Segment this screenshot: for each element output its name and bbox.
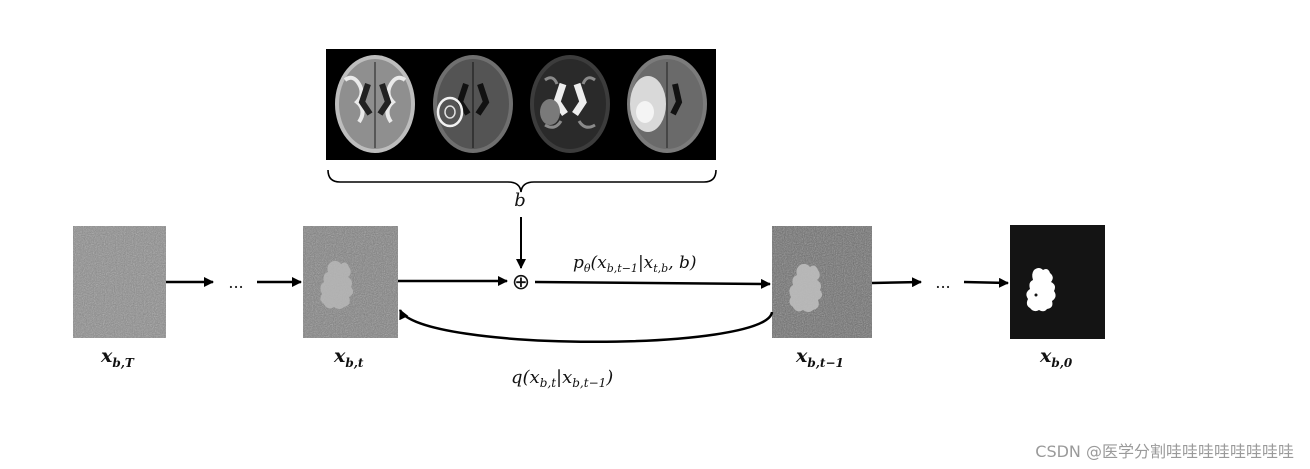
label-xt-minus-1: xb,t−1 [795, 345, 844, 370]
label-x0: xb,0 [1039, 345, 1073, 370]
mri-t1-image [335, 55, 415, 153]
label-xT: xb,T [100, 345, 135, 370]
noise-image-xT [73, 226, 166, 338]
ellipsis-right: ... [935, 273, 950, 292]
segmentation-mask-x0 [1010, 225, 1105, 339]
mri-t2-image [530, 55, 610, 153]
watermark: CSDN @医学分割哇哇哇哇哇哇哇哇 [1035, 442, 1294, 461]
forward-process-arrow [398, 309, 774, 343]
label-xt: xb,t [333, 345, 364, 370]
mri-t1ce-image [433, 55, 513, 153]
noise-image-xt-minus-1 [772, 226, 872, 338]
condition-brace [327, 169, 717, 193]
forward-process-label: q(xb,t|xb,t−1) [511, 367, 613, 390]
reverse-process-label: pθ(xb,t−1|xt,b, b) [573, 253, 697, 275]
oplus-symbol: ⊕ [512, 270, 530, 295]
arrow-oplus-to-xt1 [534, 278, 771, 289]
condition-label: b [514, 190, 526, 211]
arrow-ellipsis-to-x0 [963, 277, 1009, 288]
arrow-xt1-to-ellipsis [871, 277, 922, 288]
mri-flair-image [627, 55, 707, 153]
ellipsis-left: ... [228, 273, 243, 292]
mri-modalities-strip [326, 49, 716, 160]
noise-image-xt [303, 226, 398, 338]
